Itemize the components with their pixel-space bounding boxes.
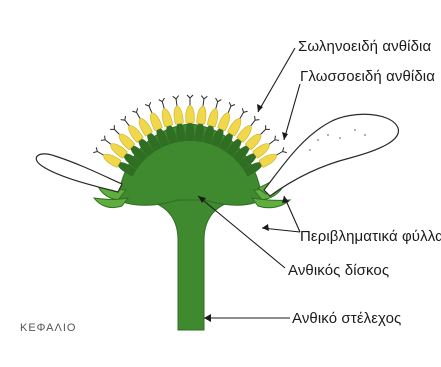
- label-ligulate-florets: Γλωσσοειδή ανθίδια: [300, 68, 435, 85]
- label-flower-stem: Ανθικό στέλεχος: [292, 310, 401, 327]
- tubular-floret: [186, 95, 195, 141]
- flower-stem: [152, 190, 230, 330]
- label-tubular-florets: Σωληνοειδή ανθίδια: [298, 38, 431, 55]
- label-floral-disc: Ανθικός δίσκος: [288, 262, 389, 279]
- label-involucral-bracts: Περιβληματικά φύλλα: [300, 228, 441, 245]
- cropped-caption: ΚΕΦΑΛΙΟ: [20, 322, 76, 334]
- leader-tubular: [258, 48, 295, 112]
- ligulate-floret-right: [264, 114, 398, 196]
- leader-ligulate: [284, 84, 300, 140]
